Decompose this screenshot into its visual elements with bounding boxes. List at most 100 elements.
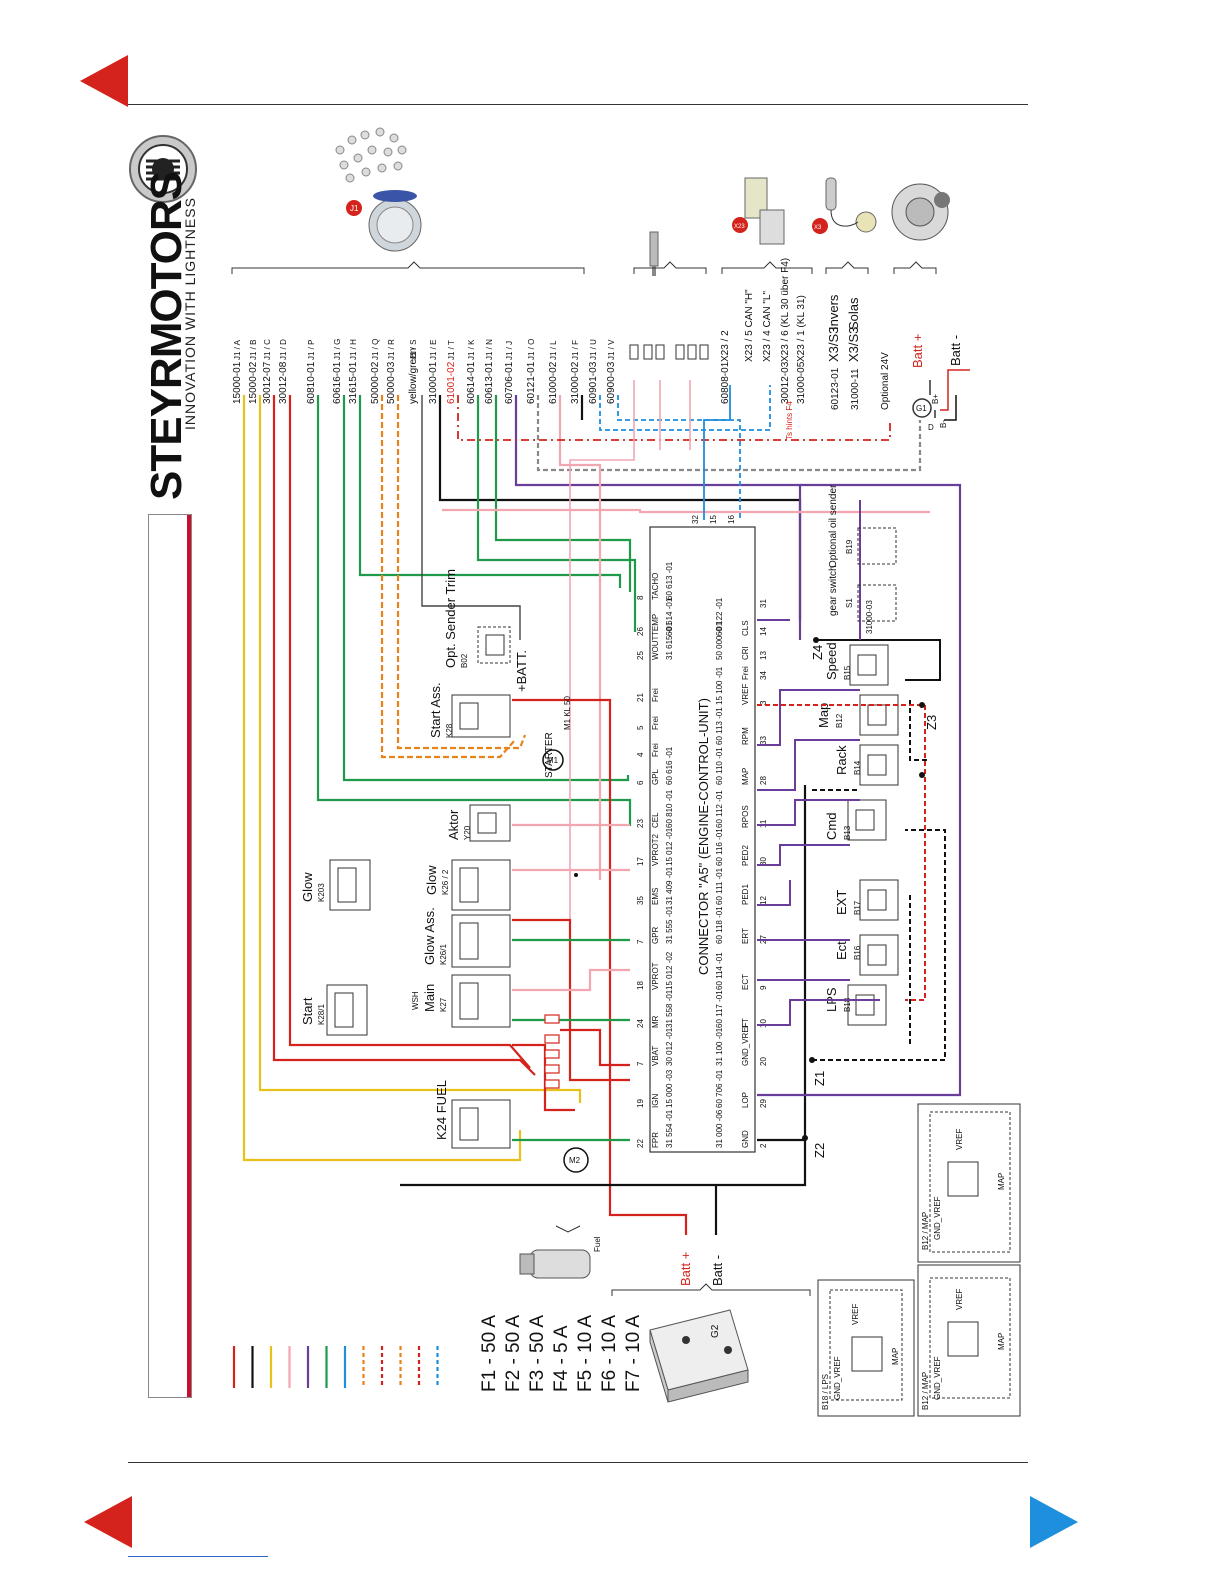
ecu-left-pin-name: Frei	[651, 716, 660, 730]
wire-id: 50000-02	[370, 361, 381, 404]
ecu-left-pin-num: 25	[636, 651, 645, 660]
inset-gnd: GND_VREF	[933, 1356, 942, 1400]
ground-mark: Z1	[812, 1071, 827, 1086]
wire-id: 60900-03	[606, 361, 617, 404]
ecu-right-pin-name: PED2	[741, 845, 750, 866]
ecu-left-pin-name: Frei	[651, 688, 660, 702]
back-arrow-icon[interactable]	[80, 55, 130, 107]
steyr-logo-emblem	[129, 135, 197, 203]
ecu-connector-body	[649, 526, 756, 1153]
sensor-code: B12	[835, 713, 844, 728]
sensor-element	[867, 944, 887, 966]
m1-label: M1	[547, 756, 559, 765]
wire-id: 31000-01	[428, 361, 439, 404]
relay-label: Aktor	[446, 809, 461, 840]
ecu-left-pin-name: VPROT2	[651, 833, 660, 866]
sensor-code: B14	[853, 760, 862, 775]
wire-pin: J1 / H	[349, 339, 358, 360]
next-page-icon[interactable]	[1030, 1496, 1080, 1548]
ecu-left-pin-name: FPR	[651, 1132, 660, 1148]
wire-pin: J1 / J	[505, 341, 514, 360]
wire-id: 50000-03	[386, 361, 397, 404]
ecu-left-pin-name: MR	[651, 1015, 660, 1028]
ecu-left-pin-num: 19	[636, 1099, 645, 1108]
wire-pin: J1 / K	[467, 339, 476, 360]
ecu-right-pin-num: 30	[759, 857, 768, 866]
legend-color-bars	[232, 1346, 439, 1388]
ecu-right-pin-name: GND_VREF	[741, 1022, 750, 1066]
ecu-left-pin-vals: 15 000 -03	[665, 1069, 674, 1108]
wire-id: 60901-03	[588, 361, 599, 404]
wire-pin: J1 / A	[233, 339, 242, 360]
ecu-left-pin-name: EMS	[651, 888, 660, 905]
starter-motor-icon: M1	[542, 749, 564, 771]
relay-label: Start Ass.	[428, 682, 443, 738]
ecu-right-pin-name: FT	[741, 1018, 750, 1028]
ecu-left-pin-name: GPL	[651, 768, 660, 785]
x23-pin: X23 / 2	[720, 330, 731, 362]
fuel-pump-motor-icon: M2	[563, 1147, 589, 1173]
wire-pin: J1 / G	[333, 339, 342, 360]
ecu-right-pin-vals: 60 112 -01	[715, 790, 724, 828]
ecu-left-pin-num: 24	[636, 1019, 645, 1028]
sensor-element	[855, 809, 875, 831]
wire-id: 60616-01	[332, 361, 343, 404]
ecu-left-pin-num: 7	[636, 939, 645, 944]
ecu-right-pin-num: 33	[759, 736, 768, 745]
ecu-left-pin-num: 5	[636, 725, 645, 730]
top-rule	[128, 104, 1028, 105]
wire-pin: J1 / R	[387, 339, 396, 360]
prev-page-icon[interactable]	[84, 1496, 134, 1548]
ecu-left-pin-vals: 31 558 -01	[665, 989, 674, 1028]
inset-sensor-box	[947, 1161, 979, 1197]
oil-sender-code: B19	[845, 539, 854, 554]
gear-switch-label: gear switch	[828, 565, 839, 616]
inset-gnd: GND_VREF	[833, 1356, 842, 1400]
sensor-label: Map	[816, 703, 831, 728]
ecu-right-pin-num: 11	[759, 819, 768, 828]
alternator-icon	[891, 183, 950, 241]
ecu-title: CONNECTOR "A5" (ENGINE-CONTROL-UNIT)	[696, 698, 711, 975]
battery-minus: Batt -	[710, 1255, 725, 1286]
ecu-left-pin-name: VPROT	[651, 962, 660, 990]
inset-title: B18 / LPS	[821, 1374, 830, 1410]
x23-wire-id: 31000-05	[796, 361, 807, 404]
wire-pin: J1 / B	[249, 340, 258, 360]
wire-id: 30012-07	[262, 361, 273, 404]
inset-vref: VREF	[955, 1129, 964, 1150]
ecu-right-pin-name: ECT	[741, 974, 750, 990]
inset-sensor-box	[851, 1336, 883, 1372]
inset-title: B12 / MAP	[921, 1372, 930, 1410]
ecu-left-pin-vals: 31 554 -01	[665, 1109, 674, 1148]
alt-batt-minus: Batt -	[948, 335, 963, 366]
wire-id: 60121-01	[526, 361, 537, 404]
ecu-left-pin-vals: 31 615 -01	[665, 621, 674, 660]
ecu-right-pin-num: 3	[759, 700, 768, 705]
ecu-left-pin-num: 21	[636, 693, 645, 702]
footer-link-underline[interactable]	[128, 1556, 268, 1557]
wire-pin: J1 / E	[429, 340, 438, 360]
ecu-left-pin-vals: 15 012 -02	[665, 951, 674, 990]
fuel-label: Fuel	[593, 1236, 602, 1252]
ecu-left-pin-name: IGN	[651, 1094, 660, 1108]
ecu-right-pin-num: 28	[759, 776, 768, 785]
ecu-right-pin-vals: 60 706 -01	[715, 1069, 724, 1108]
ecu-top-pin: 32	[691, 515, 700, 524]
x23-pin: X23 / 6 (KL 30 über F4)	[780, 258, 791, 362]
ecu-right-pin-num: 34	[759, 671, 768, 680]
alt-bplus: B+	[931, 394, 940, 404]
wire-id: 61001-02	[446, 361, 457, 404]
ecu-left-pin-num: 4	[636, 752, 645, 757]
sensor-element	[867, 754, 887, 776]
wire-31000-03: 31000-03	[865, 600, 874, 634]
ecu-left-pin-name: WOUT	[651, 635, 660, 660]
ecu-right-pin-num: 9	[759, 985, 768, 990]
relay-label: K24 FUEL	[434, 1080, 449, 1140]
ecu-top-pin: 16	[727, 515, 736, 524]
fuel-filter-icon	[519, 1249, 591, 1279]
alt-optional: Optional 24V	[880, 352, 891, 410]
